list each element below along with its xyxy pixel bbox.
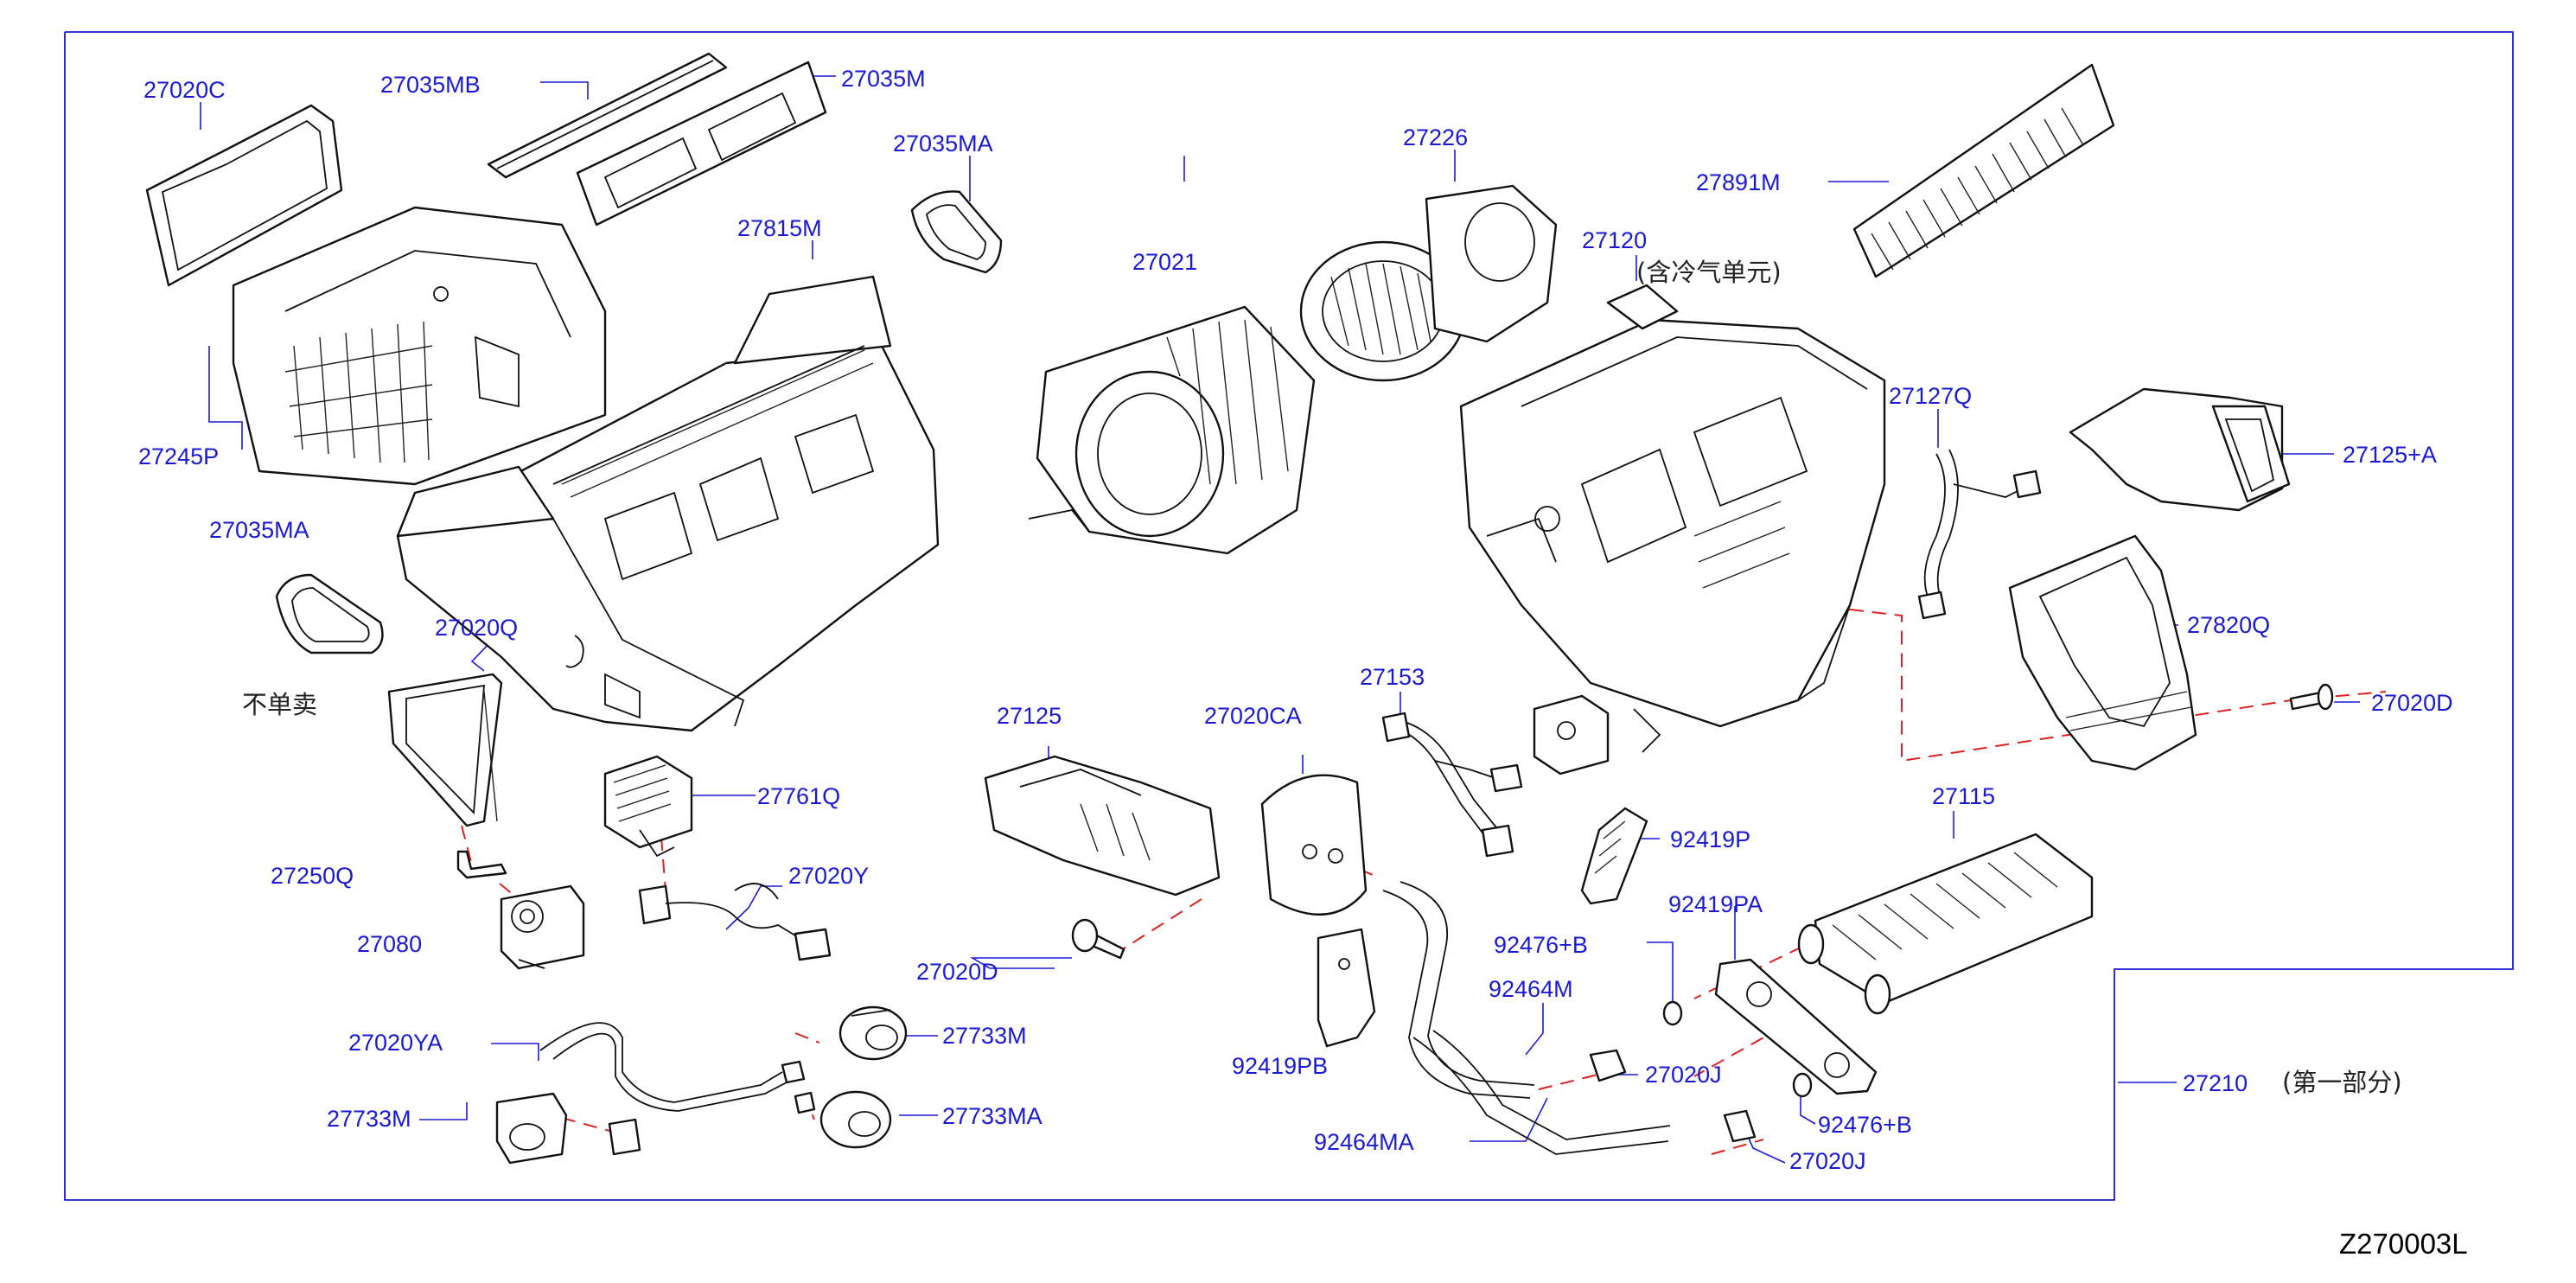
clip-27020J-top [1589,1049,1627,1082]
annotations: (含冷气单元) 不单卖 (第一部分) [242,258,2402,1097]
label-27125: 27125 [997,703,1062,729]
filter-strip-27035MB [487,52,728,179]
label-27021: 27021 [1132,249,1197,275]
label-27035M: 27035M [841,66,926,92]
label-27020J-bottom: 27020J [1789,1148,1866,1174]
label-27761Q: 27761Q [757,783,840,809]
gasket-27035MA-top [910,190,1003,274]
label-27127Q: 27127Q [1889,383,1972,409]
clip-27020J-bottom [1723,1109,1757,1143]
pad-27020CA [1260,774,1368,916]
motor-27733M-left [495,1092,568,1165]
label-27035MA-left: 27035MA [209,517,309,543]
harness-27127Q [1917,449,2042,620]
label-27226: 27226 [1403,124,1468,150]
label-27035MB: 27035MB [380,72,481,98]
gasket-frame-27020C [145,104,343,287]
label-27020Y: 27020Y [788,863,869,889]
bracket-92419P [1580,807,1648,905]
gasket-27035MA-left [275,573,384,654]
window-frame-27035M [576,61,827,227]
diagram-border [64,31,2514,1201]
label-27020J-top: 27020J [1645,1062,1722,1088]
bracket-92419PB [1317,928,1376,1048]
label-27020YA: 27020YA [348,1030,443,1056]
label-27733M-right: 27733M [942,1023,1027,1049]
seal-plate-92419PA [1714,958,1878,1095]
label-92419P: 92419P [1670,827,1750,852]
note-not-sold-separately: 不单卖 [242,690,317,719]
link-pin-27250Q [456,850,507,879]
actuator-27080 [500,884,585,970]
pipe-92464MA [1412,1030,1671,1155]
label-27245P: 27245P [138,444,219,469]
label-27733MA: 27733MA [942,1103,1043,1129]
blower-housing-27021 [1028,305,1316,555]
cabin-filter-27891M [1852,63,2115,278]
label-92476B-top: 92476+B [1494,932,1588,958]
heater-core-27115 [1797,833,2094,1015]
blower-motor-27226 [1299,184,1558,382]
label-27125A: 27125+A [2343,442,2437,468]
label-92419PB: 92419PB [1232,1053,1328,1079]
part-labels: 27020C 27035MB 27035M 27035MA 27815M 272… [138,66,2453,1174]
intake-housing-27245P [232,206,607,486]
label-27250Q: 27250Q [271,863,354,889]
note-first-part: (第一部分) [2282,1068,2402,1097]
diagram-code: Z270003L [2339,1228,2468,1260]
screw-27020D-right [2289,683,2334,711]
motor-27733MA [819,1090,892,1149]
sensor-block [1533,694,1610,776]
o-ring-92476B-bottom [1792,1072,1813,1098]
label-27020D-right: 27020D [2371,690,2453,716]
damper-not-sold-separately [387,673,503,827]
duct-27820Q [2008,534,2197,771]
note-with-cooling-unit: (含冷气单元) [1636,258,1782,287]
label-27815M: 27815M [737,215,822,241]
pipe-92464M [1382,881,1535,1099]
label-27733M-left: 27733M [327,1106,411,1132]
evaporator-housing-27815M [396,275,940,732]
o-ring-92476B-top [1662,1000,1683,1026]
harness-27020YA [539,1022,816,1156]
harness-27153 [1381,712,1523,858]
label-27020Q: 27020Q [435,615,518,641]
label-27153: 27153 [1360,664,1425,690]
clip-27020Q [565,635,584,668]
label-27020D-center: 27020D [916,959,998,985]
duct-27125 [984,755,1221,897]
label-92464MA: 92464MA [1314,1129,1414,1155]
label-92419PA: 92419PA [1668,891,1763,917]
label-92476B-bottom: 92476+B [1818,1112,1912,1138]
label-27020C: 27020C [143,77,226,103]
label-27035MA-top: 27035MA [893,131,993,156]
label-27210: 27210 [2183,1070,2248,1096]
resistor-27761Q [603,755,693,858]
label-27020CA: 27020CA [1204,703,1302,729]
cooling-unit-27120 [1459,284,1886,753]
screw-27020D-center [1071,918,1125,960]
label-92464M: 92464M [1489,976,1573,1002]
label-27080: 27080 [357,931,422,957]
motor-27733M-right [838,1005,908,1061]
duct-27125A [2069,387,2291,512]
label-27115: 27115 [1932,783,1995,809]
label-27120: 27120 [1582,227,1647,253]
label-27820Q: 27820Q [2187,612,2270,638]
harness-27020Y [638,883,832,961]
label-27891M: 27891M [1696,169,1781,195]
